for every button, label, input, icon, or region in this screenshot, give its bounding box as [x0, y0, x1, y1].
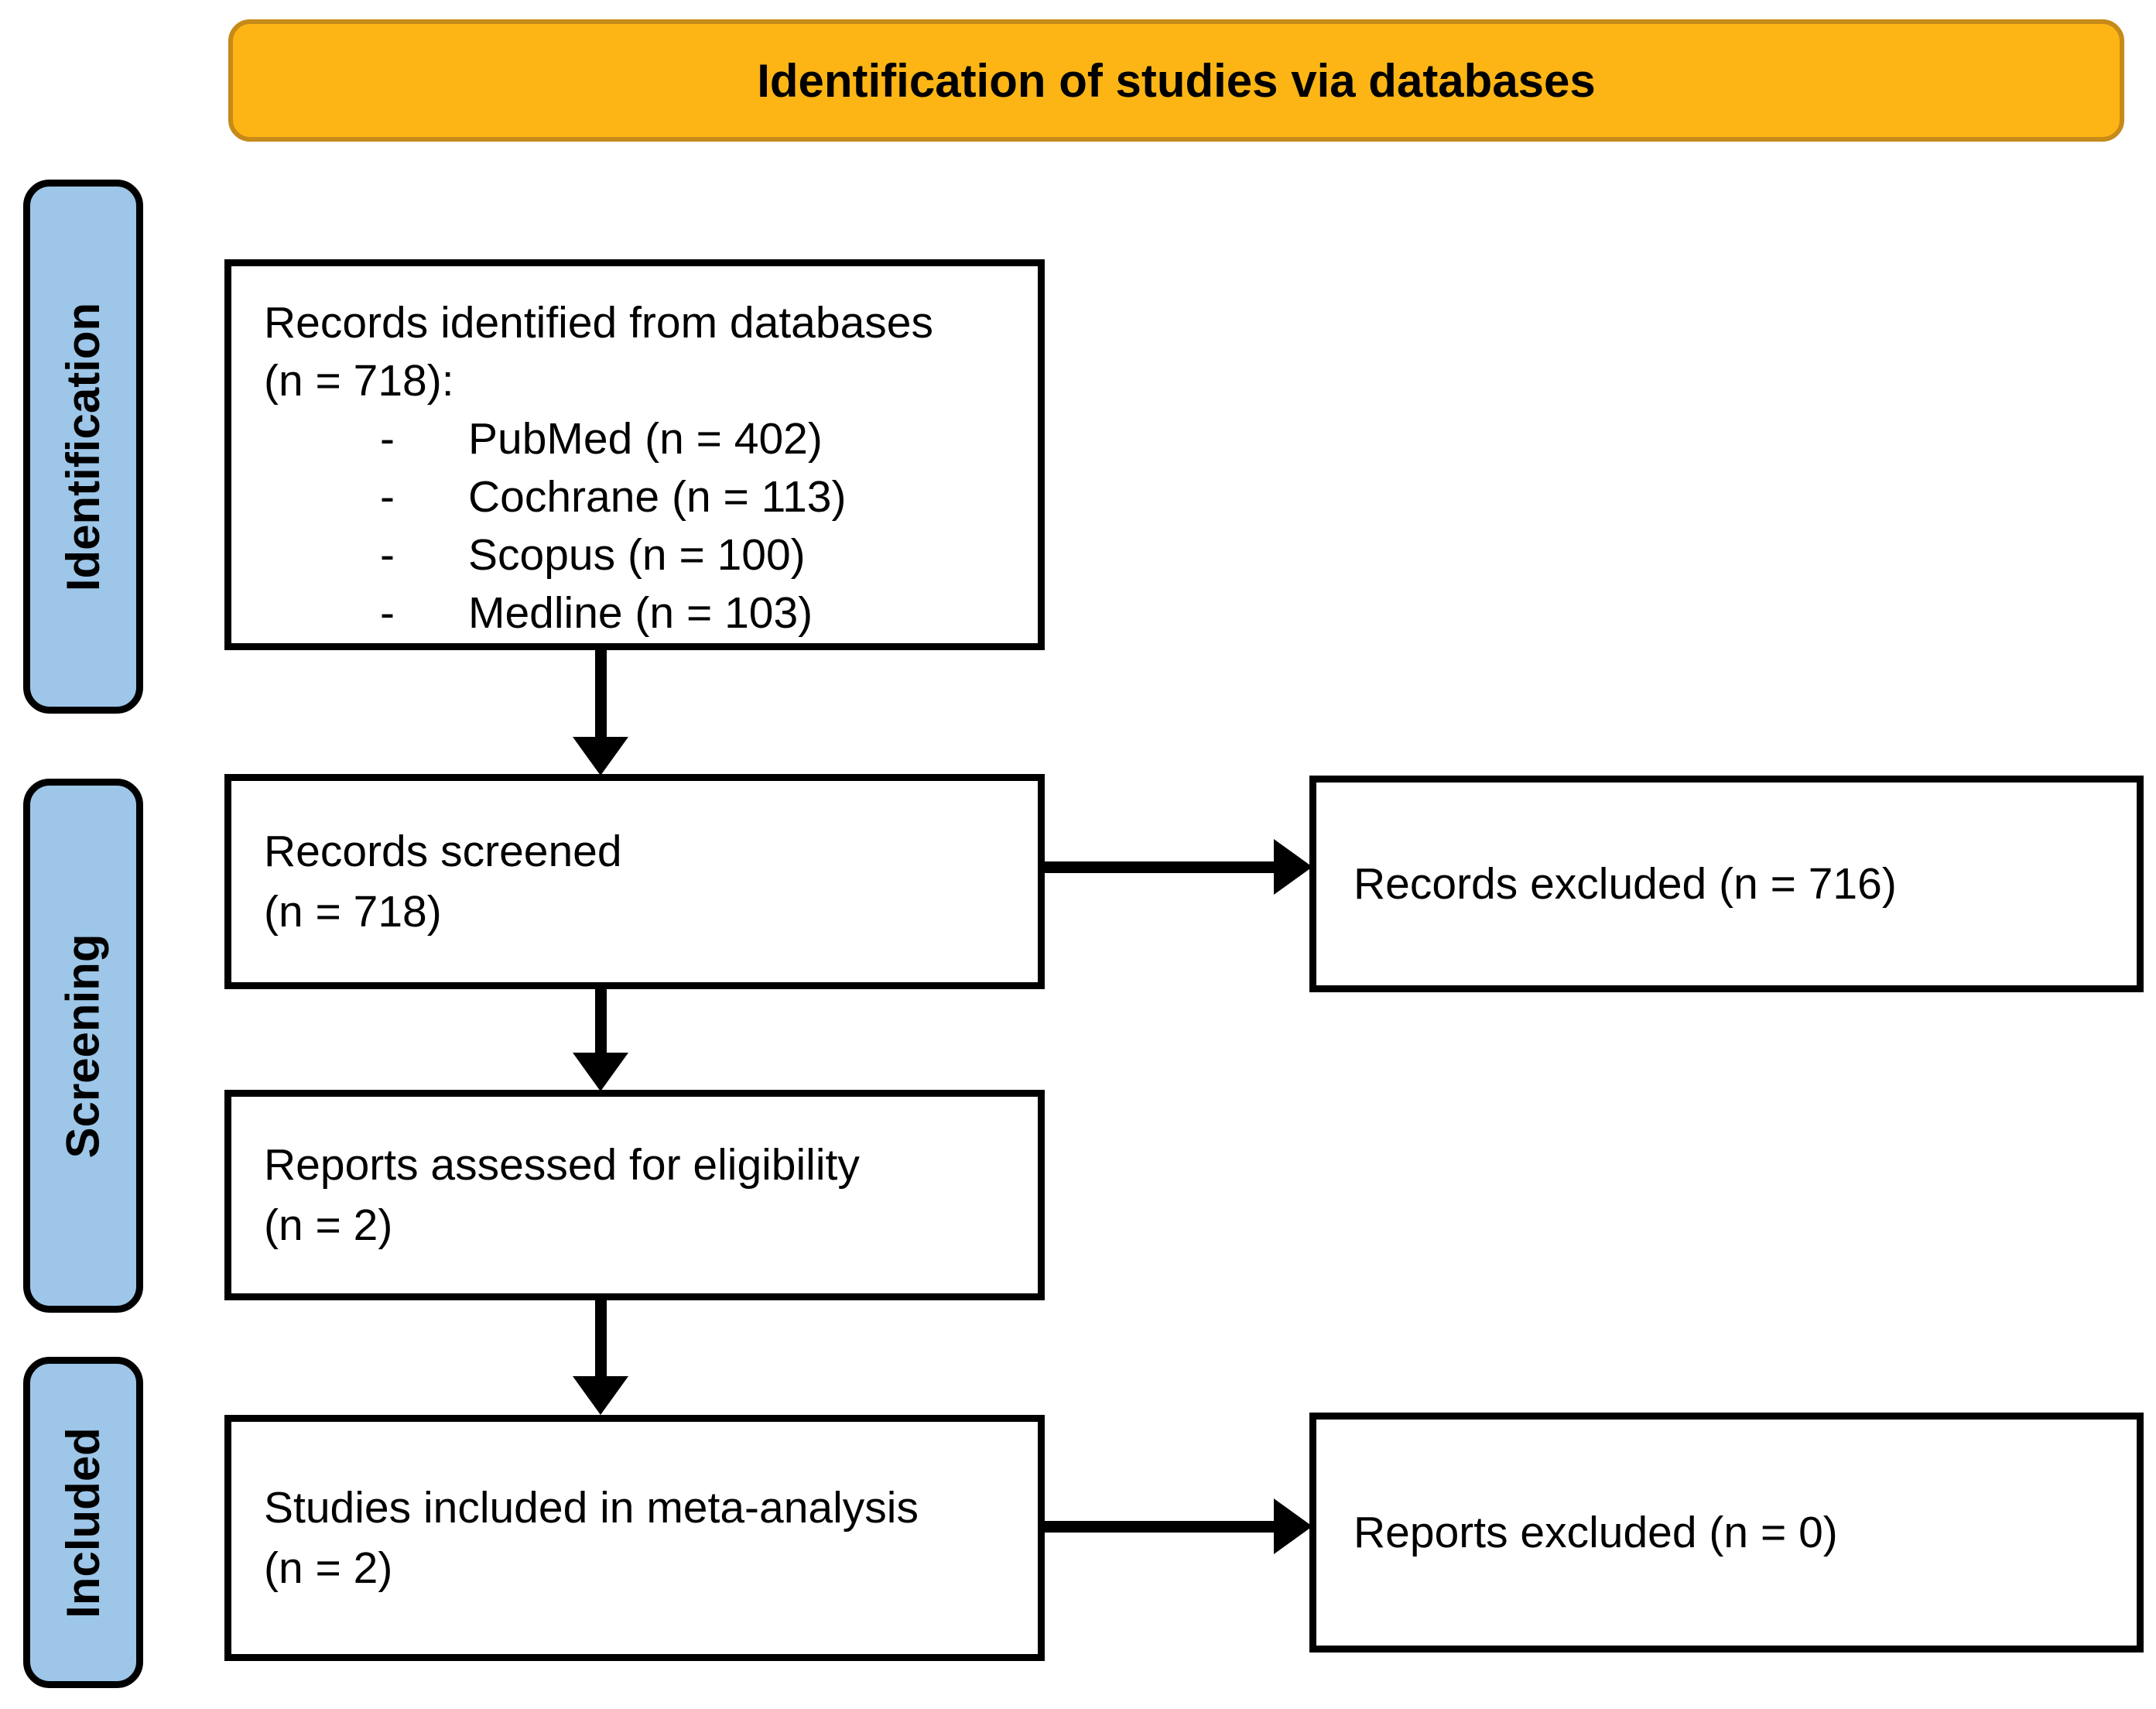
arrow-assessed-to-included-line [595, 1299, 607, 1378]
records-screened-line2: (n = 718) [264, 887, 442, 937]
bullet-cochrane-text: Cochrane (n = 113) [467, 472, 847, 522]
studies-included-line2: (n = 2) [264, 1543, 393, 1593]
reports-excluded-text: Reports excluded (n = 0) [1353, 1508, 1838, 1557]
reports-assessed-line1: Reports assessed for eligibility [264, 1140, 860, 1190]
bullet-scopus: - Scopus (n = 100) [264, 526, 1025, 584]
arrow-screened-to-assessed-line [595, 988, 607, 1054]
box-records-excluded: Records excluded (n = 716) [1309, 776, 2144, 992]
box-reports-assessed: Reports assessed for eligibility (n = 2) [224, 1090, 1045, 1300]
stage-label-identification: Identification [23, 180, 143, 714]
arrow-identified-to-screened-line [595, 649, 607, 738]
arrow-identified-to-screened-head-icon [573, 737, 628, 776]
stage-label-included-text: Included [57, 1426, 109, 1618]
studies-included-line1: Studies included in meta-analysis [264, 1483, 919, 1533]
bullet-marker: - [380, 530, 395, 580]
reports-assessed-line2: (n = 2) [264, 1200, 393, 1250]
box-records-screened: Records screened (n = 718) [224, 774, 1045, 989]
arrow-assessed-to-included-head-icon [573, 1376, 628, 1415]
box-studies-included: Studies included in meta-analysis (n = 2… [224, 1415, 1045, 1661]
bullet-marker: - [380, 414, 395, 464]
records-screened-line1: Records screened [264, 827, 622, 876]
bullet-pubmed-text: PubMed (n = 402) [467, 414, 823, 464]
bullet-cochrane: - Cochrane (n = 113) [264, 468, 1025, 526]
box-records-identified: Records identified from databases (n = 7… [224, 259, 1045, 650]
bullet-medline: - Medline (n = 103) [264, 584, 1025, 642]
records-identified-line1: Records identified from databases [264, 298, 933, 348]
arrow-screened-to-records-excluded-head-icon [1274, 839, 1312, 895]
arrow-screened-to-records-excluded-line [1043, 861, 1275, 873]
bullet-scopus-text: Scopus (n = 100) [467, 530, 806, 580]
bullet-marker: - [380, 588, 395, 638]
bullet-pubmed: - PubMed (n = 402) [264, 410, 1025, 468]
bullet-medline-text: Medline (n = 103) [467, 588, 813, 638]
arrow-included-to-reports-excluded-head-icon [1274, 1498, 1312, 1554]
records-identified-line2: (n = 718): [264, 356, 454, 406]
stage-label-screening-text: Screening [57, 933, 110, 1159]
box-reports-excluded: Reports excluded (n = 0) [1309, 1413, 2144, 1652]
records-excluded-text: Records excluded (n = 716) [1353, 859, 1897, 909]
arrow-screened-to-assessed-head-icon [573, 1053, 628, 1091]
banner-title: Identification of studies via databases [757, 54, 1596, 107]
stage-label-identification-text: Identification [57, 302, 109, 591]
bullet-marker: - [380, 472, 395, 522]
banner-identification-via-databases: Identification of studies via databases [228, 19, 2124, 142]
stage-label-screening: Screening [23, 779, 143, 1313]
stage-label-included: Included [23, 1357, 143, 1688]
arrow-included-to-reports-excluded-line [1043, 1521, 1275, 1533]
